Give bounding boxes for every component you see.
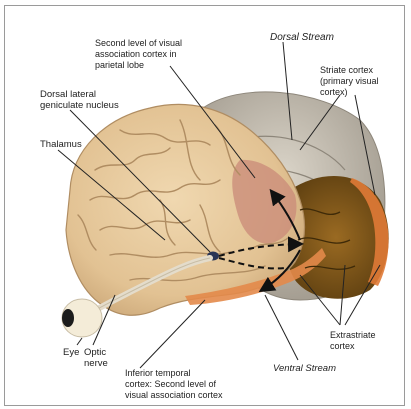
label-ventral-stream: Ventral Stream	[273, 363, 336, 374]
pupil	[62, 309, 74, 327]
label-eye: Eye	[63, 347, 79, 358]
label-optic-nerve: Optic nerve	[84, 347, 108, 369]
label-dorsal-lateral-geniculate: Dorsal lateral geniculate nucleus	[40, 89, 119, 111]
label-second-level-parietal: Second level of visual association corte…	[95, 38, 182, 71]
label-extrastriate-cortex: Extrastriate cortex	[330, 330, 376, 352]
label-striate-cortex: Striate cortex (primary visual cortex)	[320, 65, 379, 98]
label-dorsal-stream: Dorsal Stream	[270, 32, 334, 43]
label-thalamus: Thalamus	[40, 139, 82, 150]
label-inferior-temporal: Inferior temporal cortex: Second level o…	[125, 368, 223, 401]
